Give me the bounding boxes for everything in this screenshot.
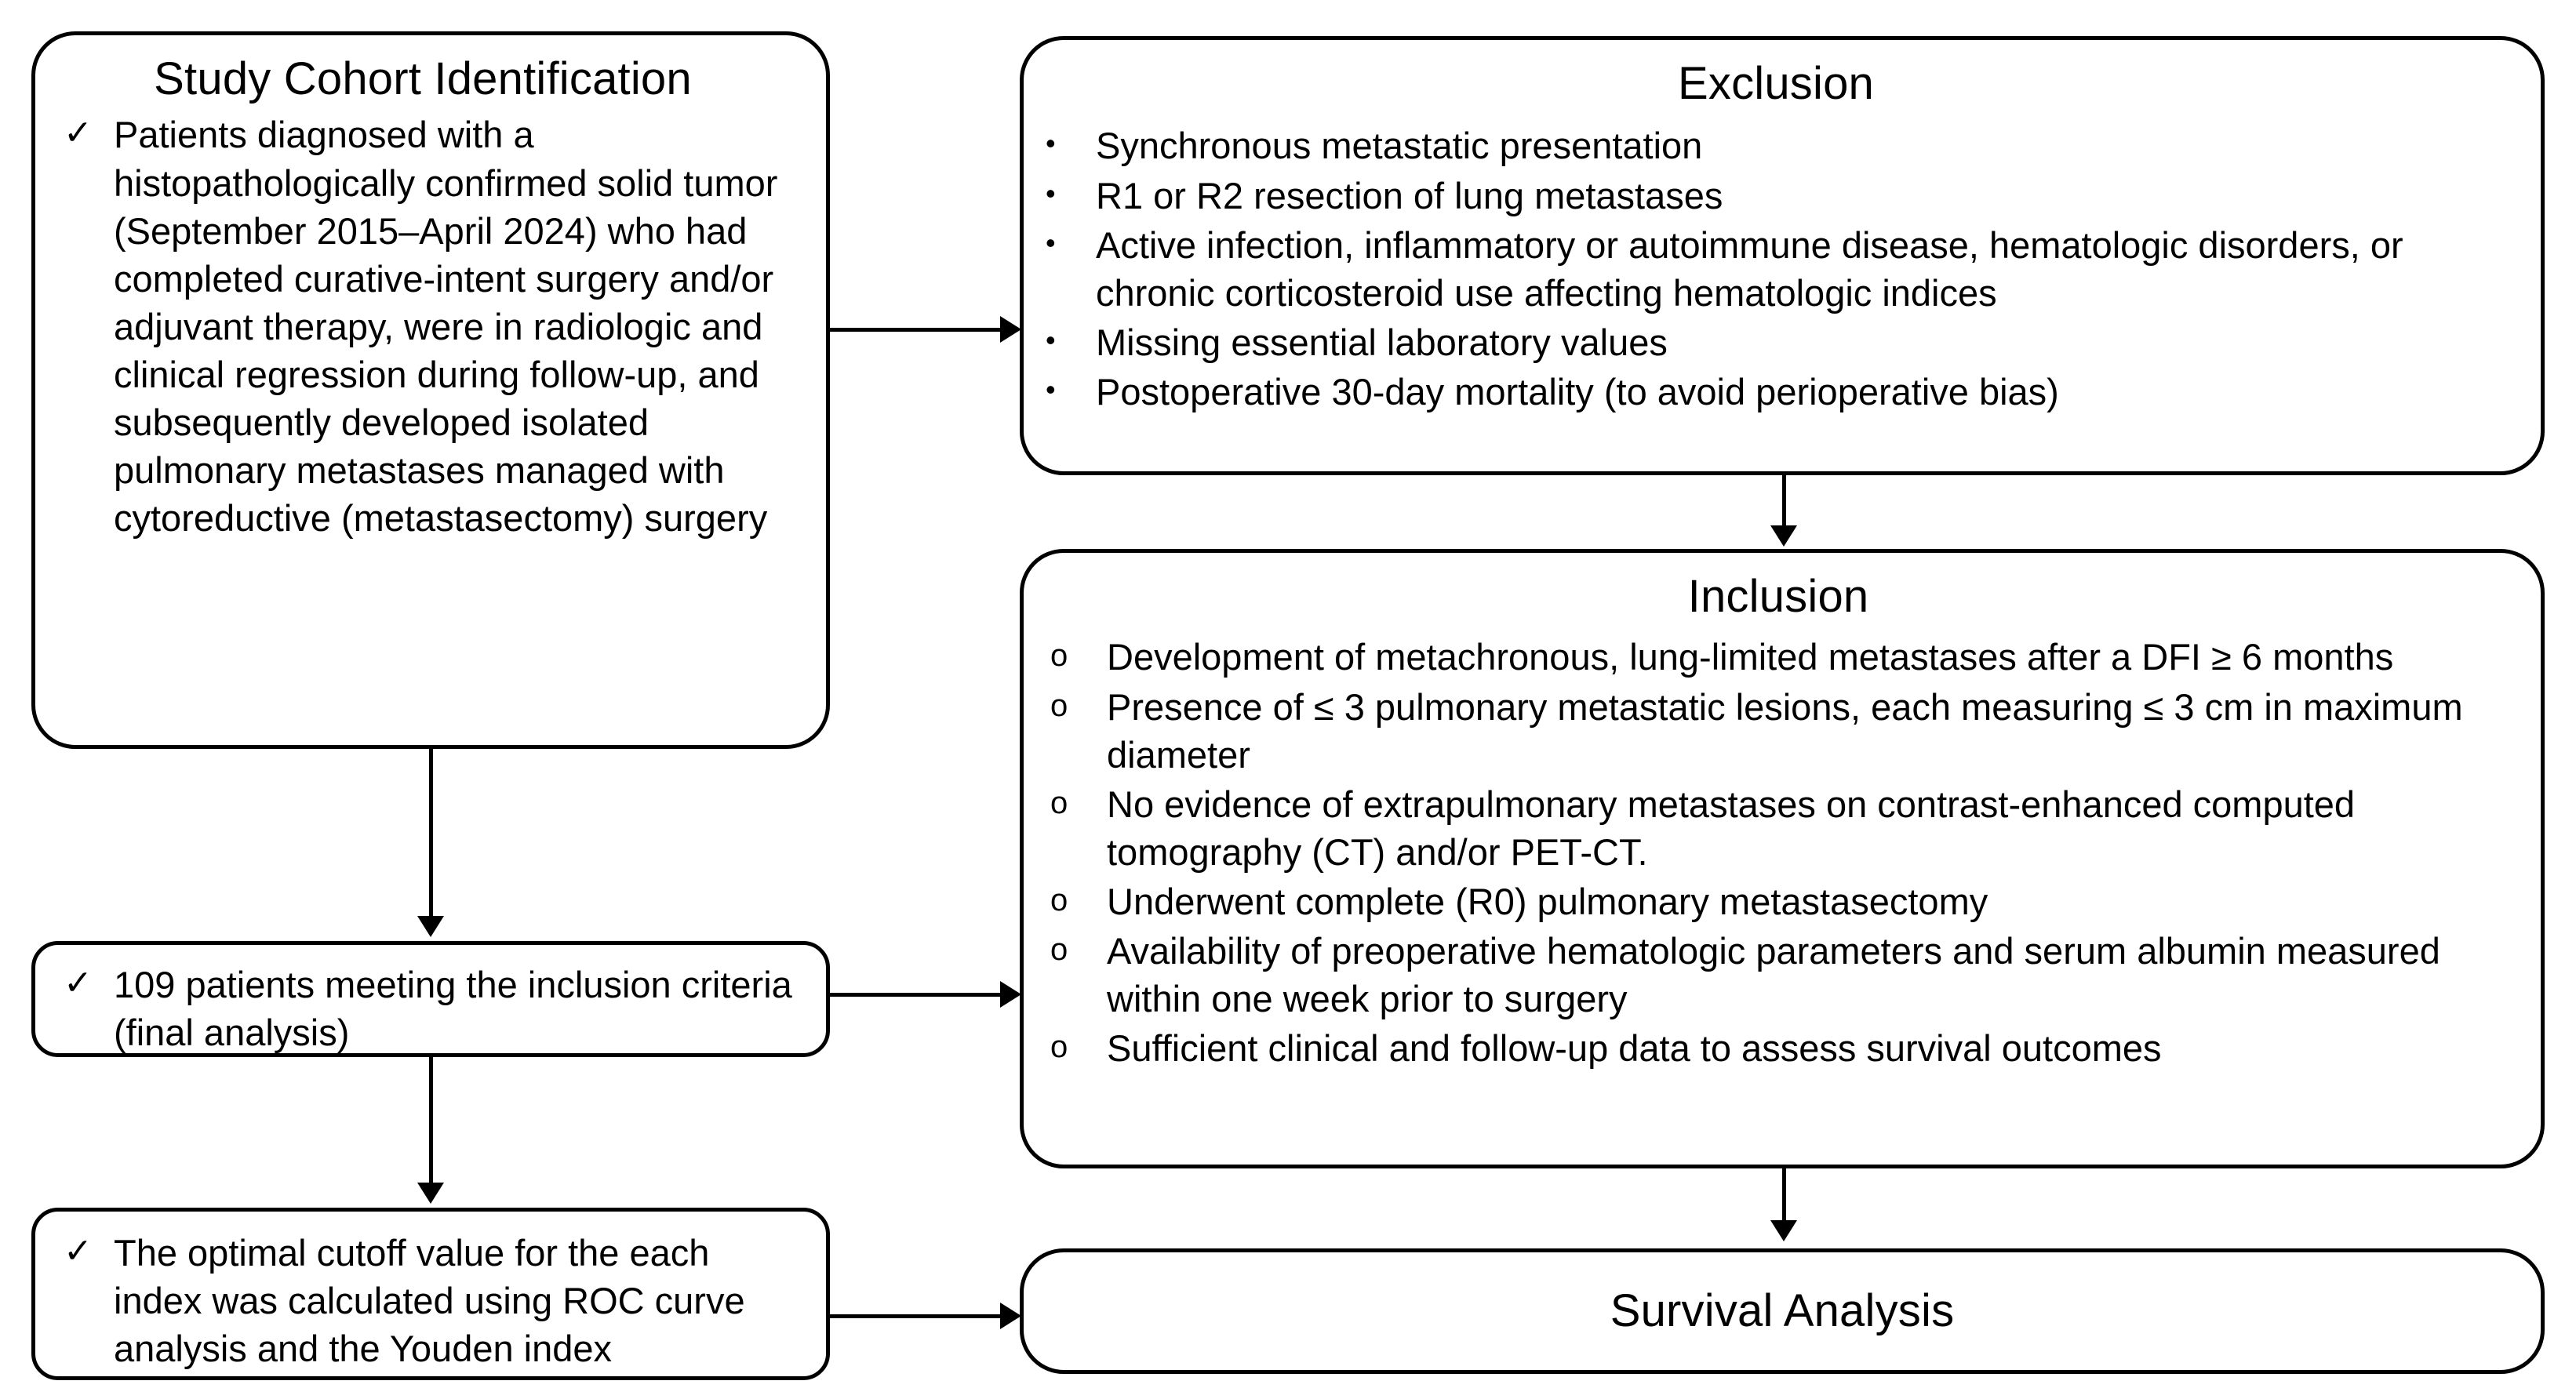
connector-cohort-to-final — [429, 749, 433, 920]
list-item: • Synchronous metastatic presentation — [1038, 122, 2514, 169]
list-item-text: R1 or R2 resection of lung metastases — [1096, 174, 1723, 216]
check-icon: ✓ — [64, 964, 93, 1002]
exclusion-list: • Synchronous metastatic presentation • … — [1038, 122, 2514, 416]
list-item: o Sufficient clinical and follow-up data… — [1042, 1024, 2514, 1072]
check-icon: ✓ — [64, 1232, 93, 1270]
list-item-text: Availability of preoperative hematologic… — [1107, 930, 2440, 1020]
inclusion-list: o Development of metachronous, lung-limi… — [1042, 633, 2514, 1072]
node-optimal-cutoff: ✓ The optimal cutoff value for the each … — [31, 1208, 830, 1380]
list-item: o No evidence of extrapulmonary metastas… — [1042, 780, 2514, 876]
node-final-cohort: ✓ 109 patients meeting the inclusion cri… — [31, 941, 830, 1057]
bullet-icon: • — [1046, 176, 1056, 209]
list-item: • Missing essential laboratory values — [1038, 318, 2514, 366]
list-item-text: Patients diagnosed with a histopathologi… — [114, 114, 778, 540]
study-cohort-list: ✓ Patients diagnosed with a histopatholo… — [35, 111, 810, 542]
node-inclusion: Inclusion o Development of metachronous,… — [1020, 549, 2545, 1168]
circle-bullet-icon: o — [1050, 785, 1068, 820]
arrowhead-final-to-cutoff — [417, 1183, 444, 1204]
inclusion-title: Inclusion — [1687, 571, 1869, 622]
list-item-text: Missing essential laboratory values — [1096, 321, 1668, 363]
list-item: ✓ 109 patients meeting the inclusion cri… — [35, 961, 807, 1056]
list-item-text: Presence of ≤ 3 pulmonary metastatic les… — [1107, 685, 2463, 776]
circle-bullet-icon: o — [1050, 638, 1068, 674]
connector-cutoff-to-survival — [830, 1314, 1004, 1318]
list-item-text: The optimal cutoff value for the each in… — [114, 1232, 745, 1370]
bullet-icon: • — [1046, 127, 1056, 160]
connector-final-to-cutoff — [429, 1057, 433, 1186]
exclusion-title: Exclusion — [1677, 58, 1875, 109]
list-item-text: 109 patients meeting the inclusion crite… — [114, 964, 792, 1054]
connector-final-to-inclusion — [830, 993, 1004, 997]
connector-exclusion-to-inclusion — [1782, 475, 1786, 529]
bullet-icon: • — [1046, 323, 1056, 356]
list-item-text: Active infection, inflammatory or autoim… — [1096, 223, 2403, 314]
list-item: o Availability of preoperative hematolog… — [1042, 927, 2514, 1023]
list-item-text: No evidence of extrapulmonary metastases… — [1107, 783, 2356, 873]
arrowhead-cutoff-to-survival — [1000, 1303, 1021, 1329]
list-item: o Presence of ≤ 3 pulmonary metastatic l… — [1042, 683, 2514, 779]
node-study-cohort-identification: Study Cohort Identification ✓ Patients d… — [31, 31, 830, 749]
list-item: • Postoperative 30-day mortality (to avo… — [1038, 368, 2514, 416]
node-survival-analysis: Survival Analysis — [1020, 1248, 2545, 1374]
arrowhead-inclusion-to-survival — [1770, 1220, 1797, 1241]
connector-inclusion-to-survival — [1782, 1168, 1786, 1223]
list-item-text: Synchronous metastatic presentation — [1096, 125, 1703, 167]
check-icon: ✓ — [64, 114, 93, 153]
list-item: o Development of metachronous, lung-limi… — [1042, 633, 2514, 681]
arrowhead-exclusion-to-inclusion — [1770, 525, 1797, 547]
node-exclusion: Exclusion • Synchronous metastatic prese… — [1020, 36, 2545, 475]
list-item: ✓ Patients diagnosed with a histopatholo… — [35, 111, 810, 542]
arrowhead-final-to-inclusion — [1000, 981, 1021, 1008]
arrowhead-cohort-to-final — [417, 916, 444, 937]
list-item: ✓ The optimal cutoff value for the each … — [35, 1229, 807, 1372]
circle-bullet-icon: o — [1050, 1030, 1068, 1065]
list-item-text: Development of metachronous, lung-limite… — [1107, 636, 2394, 678]
final-cohort-list: ✓ 109 patients meeting the inclusion cri… — [35, 961, 807, 1056]
circle-bullet-icon: o — [1050, 688, 1068, 723]
list-item: • Active infection, inflammatory or auto… — [1038, 221, 2514, 317]
circle-bullet-icon: o — [1050, 932, 1068, 967]
cutoff-list: ✓ The optimal cutoff value for the each … — [35, 1229, 807, 1372]
survival-analysis-title: Survival Analysis — [1610, 1285, 1955, 1336]
list-item-text: Underwent complete (R0) pulmonary metast… — [1107, 880, 1988, 922]
list-item-text: Postoperative 30-day mortality (to avoid… — [1096, 370, 2059, 412]
list-item: • R1 or R2 resection of lung metastases — [1038, 172, 2514, 220]
study-cohort-title: Study Cohort Identification — [154, 53, 692, 104]
circle-bullet-icon: o — [1050, 882, 1068, 918]
connector-cohort-to-exclusion — [830, 328, 1004, 332]
arrowhead-cohort-to-exclusion — [1000, 316, 1021, 343]
bullet-icon: • — [1046, 226, 1056, 259]
bullet-icon: • — [1046, 372, 1056, 405]
list-item-text: Sufficient clinical and follow-up data t… — [1107, 1027, 2162, 1070]
list-item: o Underwent complete (R0) pulmonary meta… — [1042, 878, 2514, 925]
